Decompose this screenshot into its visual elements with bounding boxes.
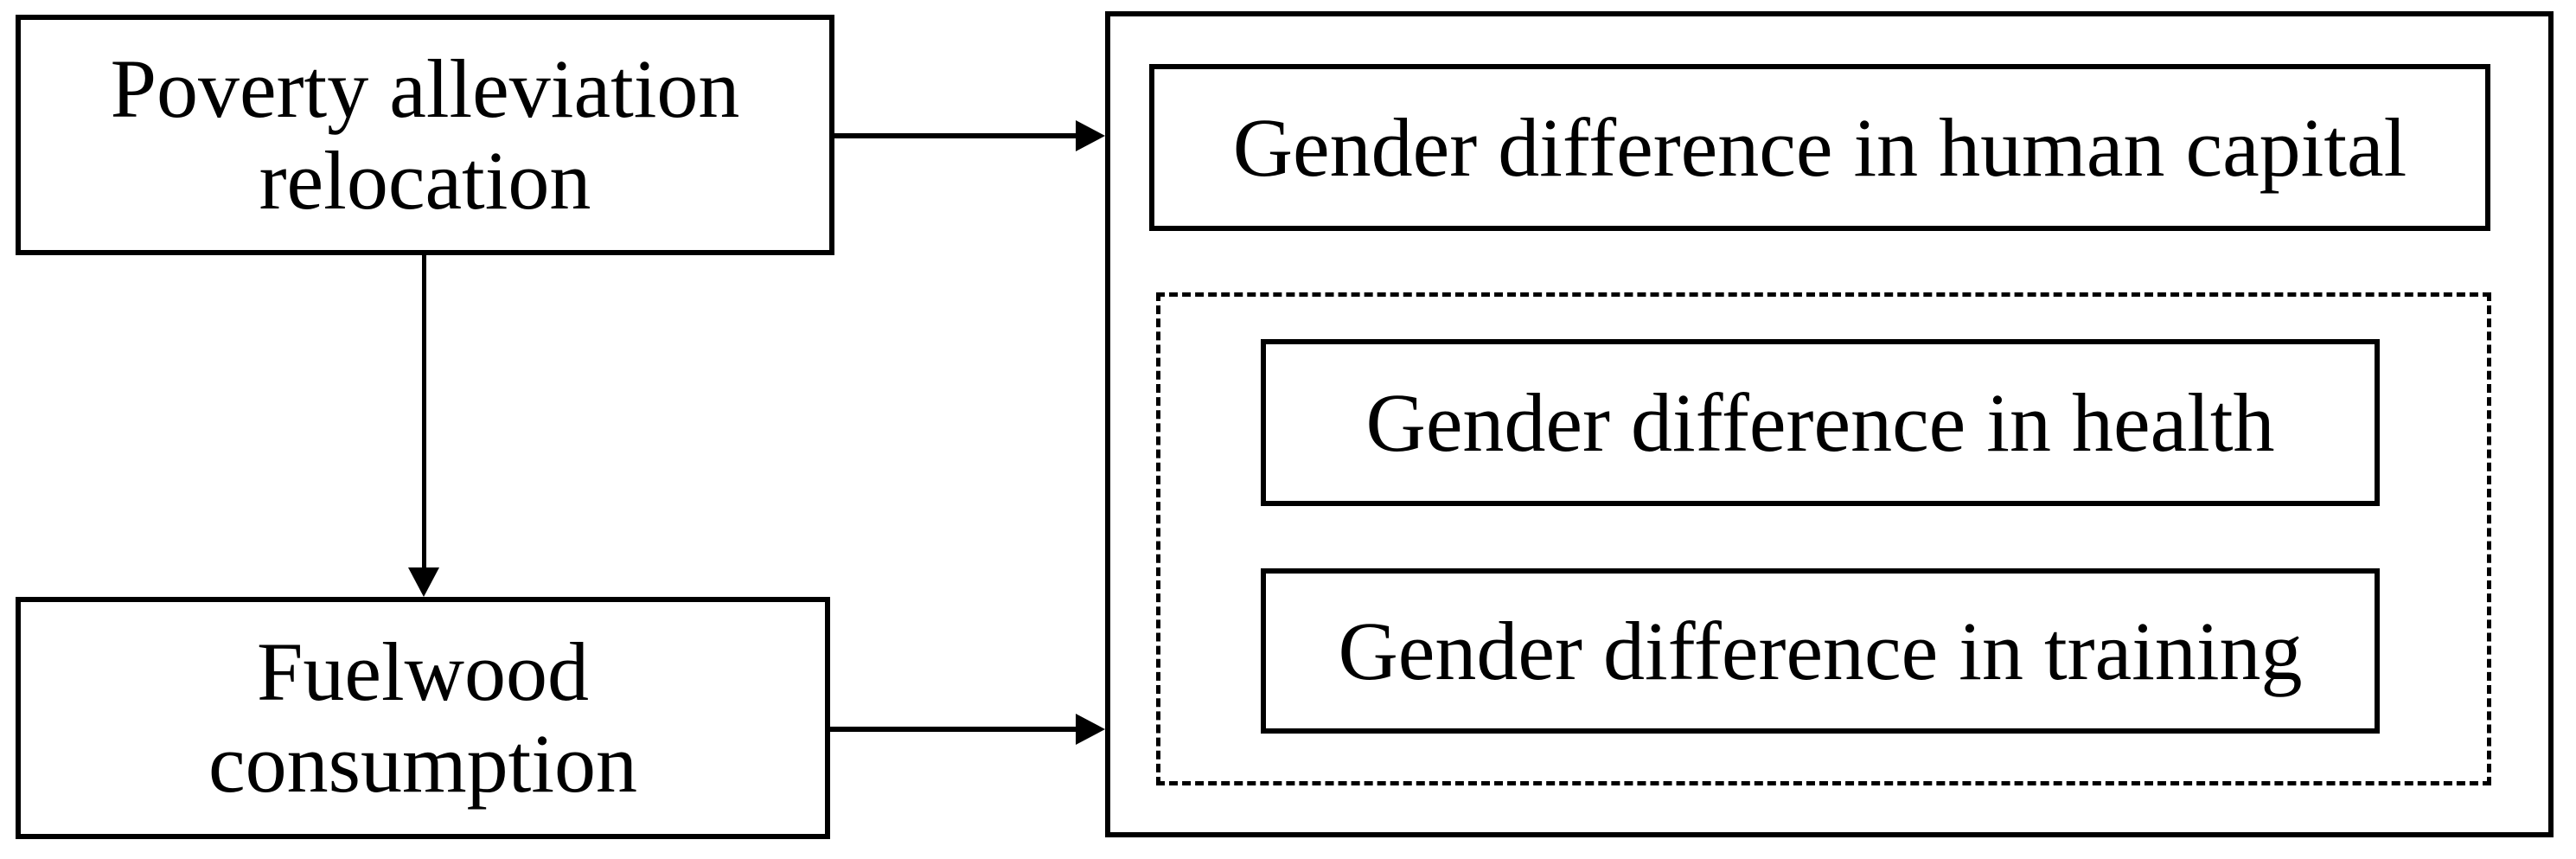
gender-difference-training-label: Gender difference in training: [1338, 604, 2303, 697]
gender-difference-training-box: Gender difference in training: [1261, 568, 2380, 734]
arrowhead-down-icon: [408, 567, 439, 597]
arrow-poverty-to-outcomes-line: [834, 133, 1078, 138]
arrow-poverty-to-fuelwood-line: [422, 255, 426, 567]
mediators-dashed-group-box: Gender difference in health Gender diffe…: [1156, 292, 2491, 785]
fuelwood-consumption-box: Fuelwood consumption: [16, 597, 830, 839]
arrow-fuelwood-to-outcomes-line: [830, 727, 1078, 732]
fuelwood-consumption-label: Fuelwood consumption: [208, 625, 637, 810]
poverty-alleviation-relocation-box: Poverty alleviation relocation: [16, 15, 834, 255]
poverty-alleviation-relocation-label: Poverty alleviation relocation: [110, 42, 740, 227]
gender-difference-human-capital-label: Gender difference in human capital: [1232, 100, 2407, 194]
outcomes-group-box: Gender difference in human capital Gende…: [1105, 11, 2554, 837]
arrowhead-right-icon: [1076, 120, 1105, 151]
gender-difference-health-label: Gender difference in health: [1365, 375, 2275, 469]
gender-difference-health-box: Gender difference in health: [1261, 339, 2380, 506]
gender-difference-human-capital-box: Gender difference in human capital: [1149, 64, 2490, 231]
arrowhead-right-icon: [1076, 714, 1105, 745]
